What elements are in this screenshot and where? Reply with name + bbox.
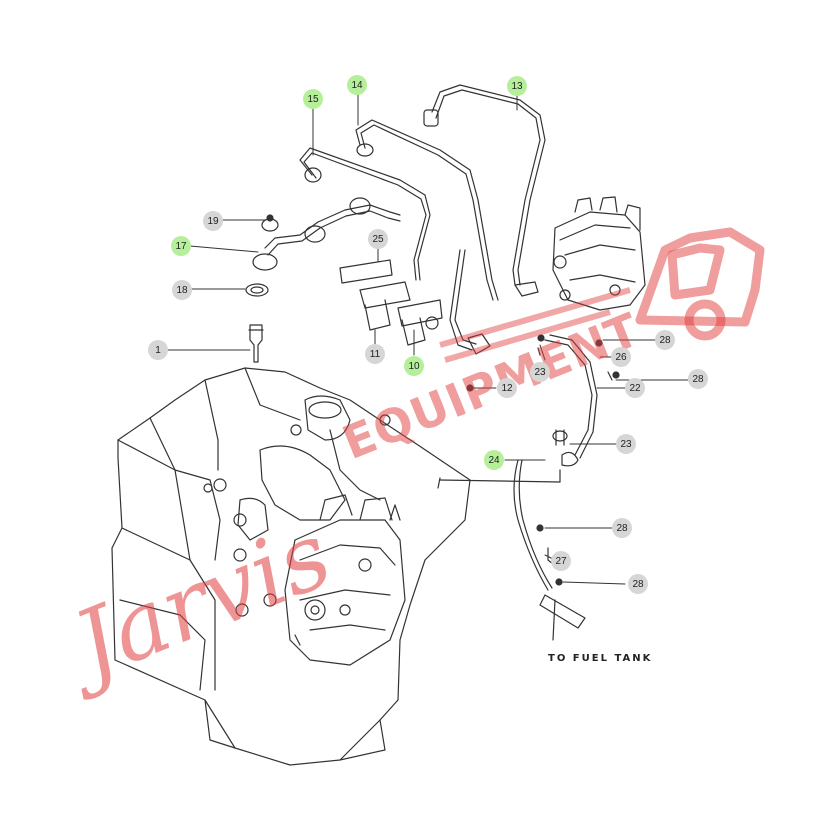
injection-pump	[552, 196, 646, 311]
callout-13: 13	[507, 76, 527, 96]
callout-17: 17	[171, 236, 191, 256]
callout-15: 15	[303, 89, 323, 109]
callout-22: 22	[625, 378, 645, 398]
injection-pipes	[252, 84, 546, 355]
callout-18: 18	[172, 280, 192, 300]
small-fittings	[266, 214, 620, 586]
pipe-clamps	[339, 259, 443, 346]
leader-lines	[167, 93, 691, 585]
callout-24: 24	[484, 450, 504, 470]
callout-28-c: 28	[612, 518, 632, 538]
watermark-truck-icon	[635, 227, 765, 341]
callout-23-upper: 23	[530, 362, 550, 382]
callout-19: 19	[203, 211, 223, 231]
callout-25: 25	[368, 229, 388, 249]
callout-12: 12	[497, 378, 517, 398]
fuel-hoses	[437, 334, 613, 641]
to-fuel-tank-label: TO FUEL TANK	[548, 653, 653, 664]
callout-1: 1	[148, 340, 168, 360]
engine-block	[111, 367, 471, 766]
nozzle-parts	[245, 283, 269, 363]
callout-27: 27	[551, 551, 571, 571]
callout-28-d: 28	[628, 574, 648, 594]
callout-11: 11	[365, 344, 385, 364]
callout-28-a: 28	[655, 330, 675, 350]
callout-23-lower: 23	[616, 434, 636, 454]
callout-10: 10	[404, 356, 424, 376]
callout-14: 14	[347, 75, 367, 95]
callout-28-b: 28	[688, 369, 708, 389]
watermark-road-lines	[439, 287, 631, 363]
callout-26: 26	[611, 347, 631, 367]
